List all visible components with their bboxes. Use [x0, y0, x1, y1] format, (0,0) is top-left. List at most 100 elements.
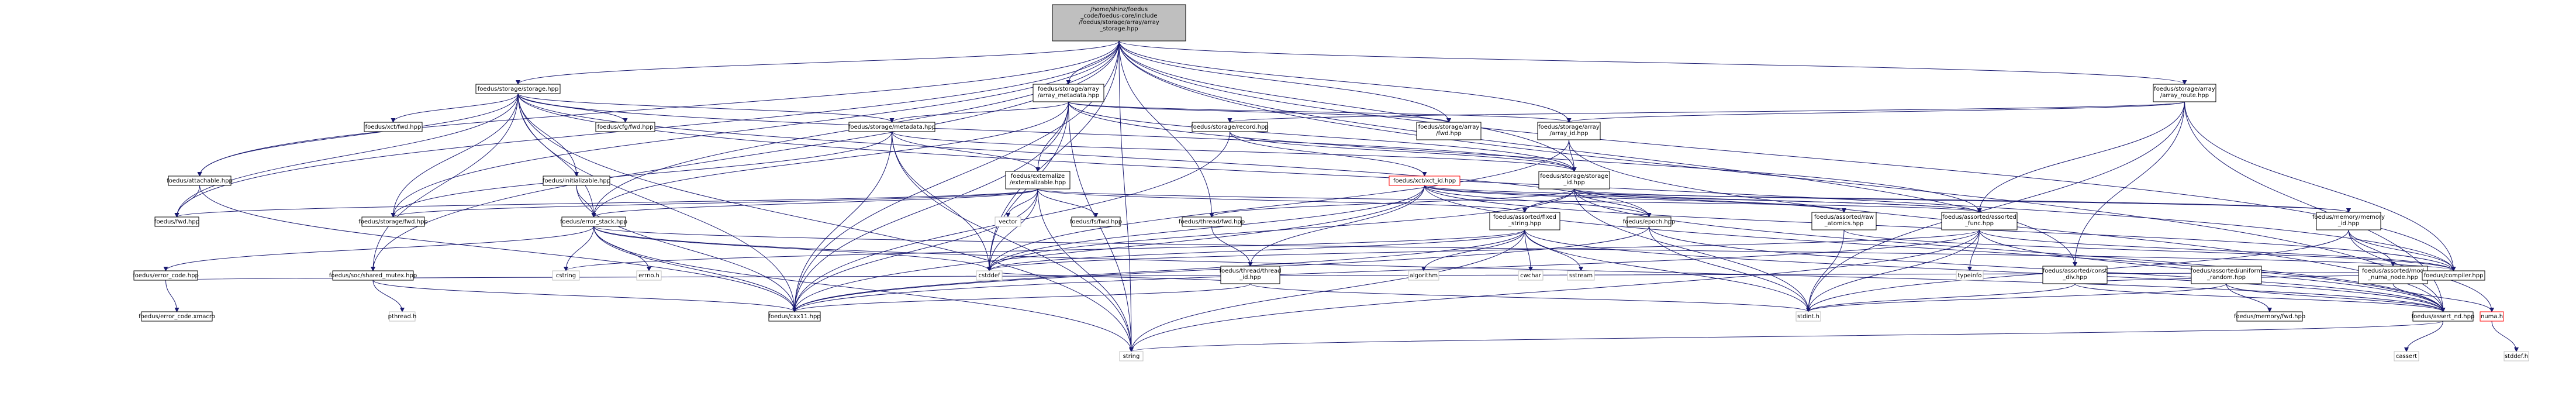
- node-storage_id[interactable]: foedus/storage/storage_id.hpp: [1538, 171, 1610, 190]
- node-numa-box: [2480, 311, 2504, 322]
- edge-externalize-to-vector: [1006, 188, 1038, 218]
- node-foedus_fwd[interactable]: foedus/fwd.hpp: [154, 216, 199, 227]
- edge-storage_metadata-to-cstddef: [892, 131, 992, 271]
- node-memory_id[interactable]: foedus/memory/memory_id.hpp: [2312, 212, 2385, 230]
- node-shared_mutex[interactable]: foedus/soc/shared_mutex.hpp: [329, 270, 417, 281]
- node-externalize-label-1: /externalizable.hpp: [1010, 180, 1066, 186]
- node-xct_fwd[interactable]: foedus/xct/fwd.hpp: [364, 122, 423, 132]
- node-root[interactable]: /home/shinz/foedus_code/foedus-core/incl…: [1052, 4, 1186, 42]
- node-epoch[interactable]: foedus/epoch.hpp: [1623, 216, 1676, 227]
- node-record-box: [1192, 122, 1268, 132]
- edge-storage_hpp-to-xct_fwd: [391, 93, 519, 123]
- node-record[interactable]: foedus/storage/record.hpp: [1191, 122, 1269, 132]
- node-cstddef[interactable]: cstddef: [976, 270, 1003, 281]
- node-cfg_fwd[interactable]: foedus/cfg/fwd.hpp: [595, 122, 655, 132]
- edge-root-to-cstddef: [987, 40, 1120, 271]
- node-storage_fwd-box: [361, 216, 425, 227]
- edge-storage_hpp-to-epoch: [517, 93, 1652, 218]
- edge-uniform_random-to-memory_fwd: [2226, 283, 2272, 312]
- node-raw_atomics[interactable]: foedus/assorted/raw_atomics.hpp: [1811, 212, 1877, 230]
- edge-root-to-array_id: [1118, 40, 1572, 123]
- node-typeinfo[interactable]: typeinfo: [1956, 270, 1984, 281]
- edge-fixed_string-to-cxx11: [792, 229, 1525, 312]
- edge-array_metadata-to-assorted_func: [1068, 101, 1982, 213]
- node-typeinfo-box: [1956, 270, 1984, 281]
- node-thread_id-label-1: _id.hpp: [1239, 274, 1261, 281]
- node-cxx11-box: [768, 311, 821, 322]
- node-fixed_string-box: [1489, 212, 1560, 230]
- node-errno-label-0: errno.h: [638, 273, 659, 279]
- node-thread_id[interactable]: foedus/thread/thread_id.hpp: [1220, 266, 1282, 284]
- edge-array_route-to-assorted_func: [1977, 101, 2185, 213]
- edge-storage_id-to-assorted_func: [1574, 188, 1982, 213]
- node-error_code_xmacro[interactable]: foedus/error_code.xmacro: [139, 311, 215, 322]
- node-assorted_func[interactable]: foedus/assorted/assorted_func.hpp: [1941, 212, 2018, 230]
- node-root-label-0: /home/shinz/foedus: [1090, 6, 1148, 13]
- node-thread_fwd[interactable]: foedus/thread/fwd.hpp: [1179, 216, 1245, 227]
- node-storage_metadata[interactable]: foedus/storage/metadata.hpp: [848, 122, 935, 132]
- node-cstring[interactable]: cstring: [552, 270, 580, 281]
- edge-assert_nd-to-cassert: [2404, 321, 2443, 352]
- edge-numa-to-stddef: [2491, 321, 2519, 352]
- node-cstddef-label-0: cstddef: [979, 273, 1000, 279]
- node-algorithm[interactable]: algorithm: [1408, 270, 1439, 281]
- node-fs_fwd[interactable]: foedus/fs/fwd.hpp: [1070, 216, 1122, 227]
- node-pthread[interactable]: pthread.h: [388, 311, 417, 322]
- node-errno[interactable]: errno.h: [636, 270, 662, 281]
- edge-initializable-to-cxx11: [576, 185, 797, 312]
- node-xct_id[interactable]: foedus/xct/xct_id.hpp: [1389, 175, 1460, 186]
- node-storage_fwd[interactable]: foedus/storage/fwd.hpp: [358, 216, 428, 227]
- node-vector[interactable]: vector: [995, 216, 1021, 227]
- node-cwchar[interactable]: cwchar: [1518, 270, 1543, 281]
- node-stdint[interactable]: stdint.h: [1795, 311, 1821, 322]
- edge-root-to-storage_id: [1118, 40, 1577, 172]
- node-compiler[interactable]: foedus/compiler.hpp: [2422, 270, 2485, 281]
- edge-thread_fwd-to-thread_id: [1211, 226, 1253, 267]
- node-xct_id-label-0: foedus/xct/xct_id.hpp: [1393, 178, 1456, 184]
- node-array_id[interactable]: foedus/storage/array/array_id.hpp: [1537, 122, 1601, 140]
- edge-array_route-to-stdint: [1806, 101, 2185, 312]
- edge-const_div-to-stdint: [1806, 283, 2076, 312]
- node-const_div[interactable]: foedus/assorted/const_div.hpp: [2042, 266, 2108, 284]
- node-compiler-box: [2422, 270, 2485, 281]
- node-initializable-label-0: foedus/initializable.hpp: [543, 178, 610, 184]
- node-array_fwd[interactable]: foedus/storage/array/fwd.hpp: [1416, 122, 1482, 140]
- node-error_code[interactable]: foedus/error_code.hpp: [133, 270, 199, 281]
- node-initializable[interactable]: foedus/initializable.hpp: [543, 175, 610, 186]
- node-sstream-label-0: sstream: [1569, 273, 1593, 279]
- node-fixed_string[interactable]: foedus/assorted/fixed_string.hpp: [1489, 212, 1560, 230]
- node-uniform_random[interactable]: foedus/assorted/uniform_random.hpp: [2191, 266, 2262, 284]
- edge-externalize-to-cxx11: [792, 188, 1038, 312]
- node-storage_hpp-box: [475, 84, 561, 94]
- edge-root-to-attachable: [197, 40, 1120, 177]
- edge-error_stack-to-string: [593, 226, 1134, 352]
- node-attachable[interactable]: foedus/attachable.hpp: [167, 175, 233, 186]
- node-externalize[interactable]: foedus/externalize/externalizable.hpp: [1005, 171, 1071, 190]
- edge-storage_metadata-to-storage_fwd: [391, 131, 892, 218]
- edge-xct_id-to-compiler: [1424, 185, 2456, 271]
- node-xct_fwd-label-0: foedus/xct/fwd.hpp: [365, 124, 422, 130]
- node-sstream[interactable]: sstream: [1567, 270, 1595, 281]
- node-storage_hpp[interactable]: foedus/storage/storage.hpp: [475, 84, 561, 94]
- node-cxx11[interactable]: foedus/cxx11.hpp: [768, 311, 821, 322]
- node-mod_numa[interactable]: foedus/assorted/mod_numa_node.hpp: [2358, 266, 2428, 284]
- node-array_fwd-box: [1416, 122, 1482, 140]
- edge-storage_hpp-to-shared_mutex: [371, 93, 519, 271]
- node-mod_numa-box: [2358, 266, 2428, 284]
- node-error_stack[interactable]: foedus/error_stack.hpp: [560, 216, 627, 227]
- node-error_code-box: [133, 270, 198, 281]
- node-array_route[interactable]: foedus/storage/array/array_route.hpp: [2153, 84, 2216, 102]
- node-array_metadata[interactable]: foedus/storage/array/array_metadata.hpp: [1033, 84, 1104, 102]
- node-string[interactable]: string: [1119, 351, 1144, 361]
- node-const_div-label-0: foedus/assorted/const: [2043, 268, 2108, 274]
- node-cassert[interactable]: cassert: [2394, 351, 2419, 361]
- node-assorted_func-label-0: foedus/assorted/assorted: [1942, 214, 2016, 221]
- node-storage_id-box: [1538, 171, 1610, 190]
- node-cwchar-label-0: cwchar: [1520, 273, 1542, 279]
- node-assert_nd[interactable]: foedus/assert_nd.hpp: [2412, 311, 2475, 322]
- node-uniform_random-label-1: _random.hpp: [2206, 274, 2246, 281]
- node-array_id-box: [1537, 122, 1601, 140]
- node-memory_fwd[interactable]: foedus/memory/fwd.hpp: [2234, 311, 2305, 322]
- node-stddef[interactable]: stddef.h: [2504, 351, 2529, 361]
- node-numa[interactable]: numa.h: [2480, 311, 2504, 322]
